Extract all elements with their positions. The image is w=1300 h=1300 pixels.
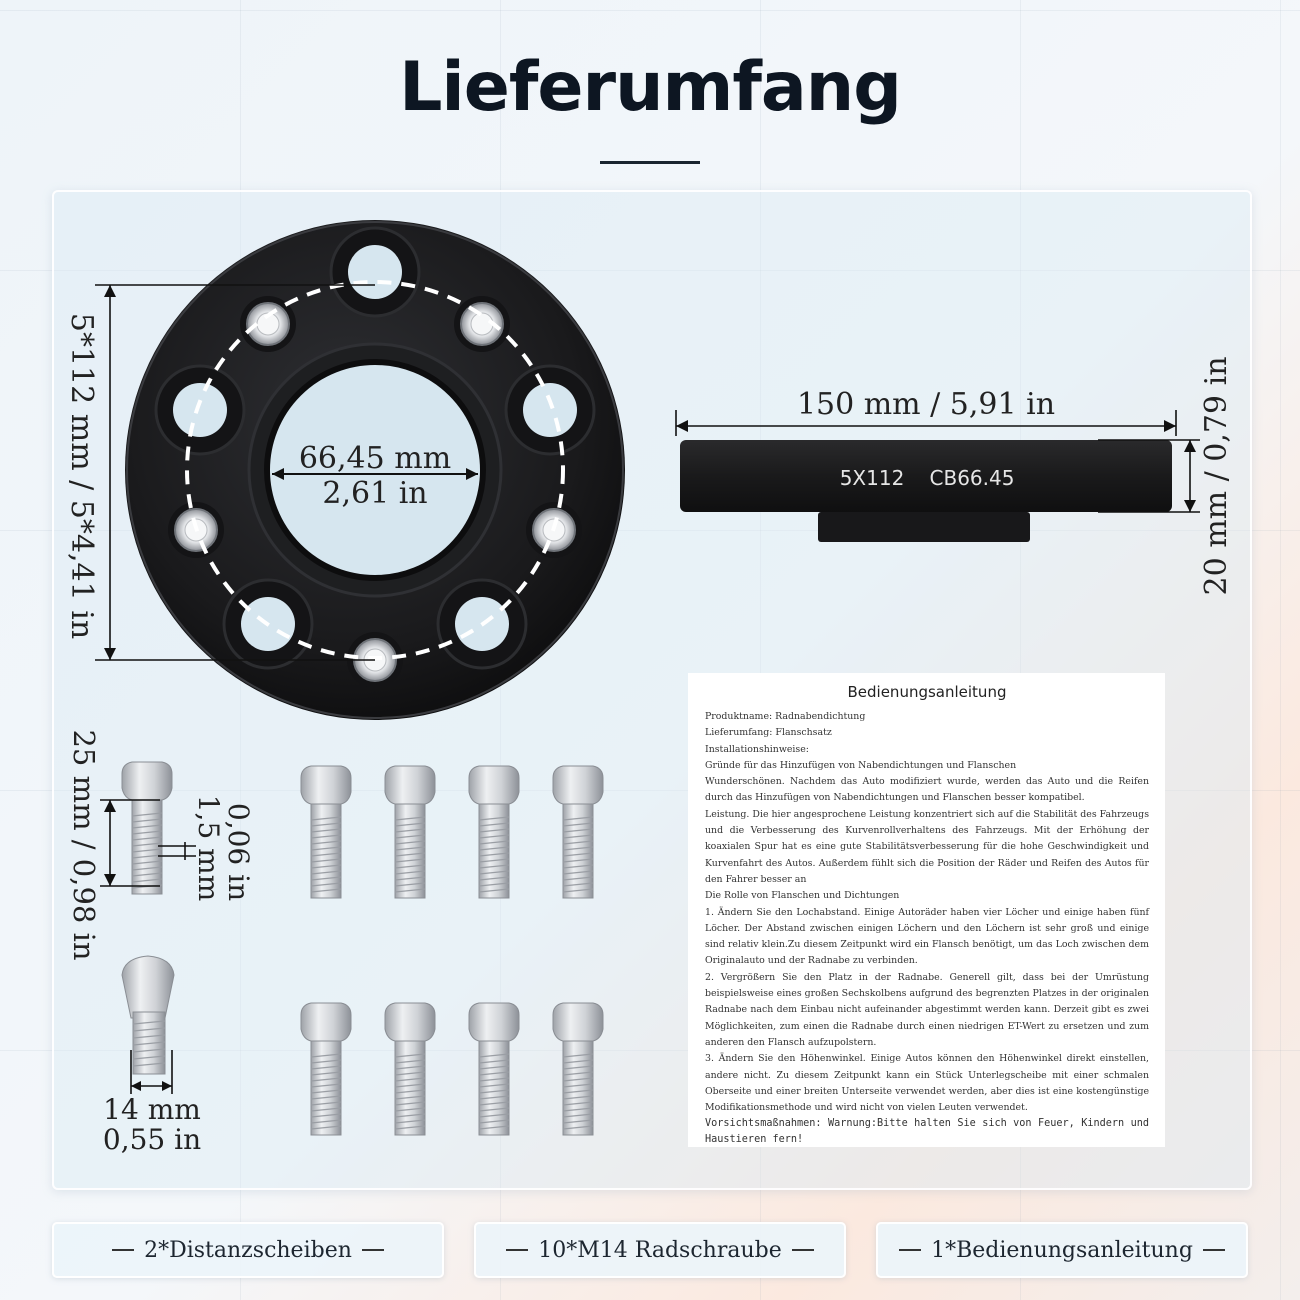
- bolt: [552, 765, 604, 899]
- spacer-side-view: [675, 410, 1200, 542]
- content-item-label: 1*Bedienungsanleitung: [931, 1237, 1193, 1263]
- center-bore: [267, 362, 483, 578]
- manual-paragraph: 3. Ändern Sie den Höhenwinkel. Einige Au…: [705, 1053, 1149, 1114]
- dash-right: [791, 1249, 814, 1251]
- dash-right: [361, 1249, 384, 1251]
- bolt: [300, 1002, 352, 1136]
- thread-mm-label: 14 mm: [103, 1093, 201, 1126]
- manual-paragraph: Wunderschönen. Nachdem das Auto modifizi…: [705, 776, 1149, 804]
- content-item-bolts: 10*M14 Radschraube: [474, 1222, 846, 1278]
- bolt-set: [300, 765, 604, 1136]
- bolt: [384, 765, 436, 899]
- dash-left: [899, 1249, 922, 1251]
- dash-right: [1202, 1249, 1225, 1251]
- page-title: Lieferumfang: [399, 48, 902, 127]
- spacer-profile: [680, 440, 1172, 512]
- manual-line: Gründe für das Hinzufügen von Nabendicht…: [705, 759, 1017, 771]
- bolt: [552, 1002, 604, 1136]
- manual-paragraph: Leistung. Die hier angesprochene Leistun…: [705, 808, 1149, 885]
- bolt: [468, 765, 520, 899]
- thickness-label: 20 mm / 0,79 in: [1199, 356, 1234, 595]
- pcd-circle: [185, 280, 565, 660]
- pcd-label: 5*112 mm / 5*4,41 in: [64, 313, 99, 639]
- manual-title: Bedienungsanleitung: [847, 683, 1007, 701]
- pcd-dimension: [95, 284, 375, 661]
- content-item-manual: 1*Bedienungsanleitung: [876, 1222, 1248, 1278]
- manual-line: Die Rolle von Flanschen und Dichtungen: [705, 890, 900, 902]
- manual-line: Produktname: Radnabendichtung: [705, 711, 866, 722]
- engraving-pcd: 5X112: [840, 466, 905, 490]
- manual-line: Lieferumfang: Flanschsatz: [705, 727, 832, 739]
- pitch-mm-label: 1,5 mm: [192, 795, 225, 902]
- pitch-in-label: 0,06 in: [222, 803, 255, 901]
- bolt-side-illustration: [121, 761, 173, 895]
- bolt: [300, 765, 352, 899]
- manual-paragraph: 2. Vergrößern Sie den Platz in der Radna…: [705, 971, 1149, 1048]
- thread-in-label: 0,55 in: [103, 1123, 201, 1156]
- hub-ring-profile: [818, 512, 1030, 542]
- title-underline: [600, 161, 700, 164]
- bolt: [468, 1002, 520, 1136]
- content-item-label: 10*M14 Radschraube: [538, 1237, 782, 1263]
- manual-warning: Vorsichtsmaßnahmen: Warnung:Bitte halten…: [705, 1118, 1149, 1146]
- bore-mm-label: 66,45 mm: [299, 441, 451, 476]
- manual-line: Installationshinweise:: [705, 743, 809, 755]
- content-item-spacers: 2*Distanzscheiben: [52, 1222, 444, 1278]
- bore-in-label: 2,61 in: [322, 476, 427, 511]
- spacer-front-view: [95, 220, 625, 720]
- bore-dimension: [272, 468, 478, 480]
- instruction-manual: Bedienungsanleitung Produktname: Radnabe…: [688, 673, 1165, 1147]
- bolt: [384, 1002, 436, 1136]
- content-item-label: 2*Distanzscheiben: [144, 1237, 352, 1263]
- bolt-taper-illustration: [121, 955, 175, 1094]
- engraving-cb: CB66.45: [930, 466, 1015, 490]
- dash-left: [112, 1249, 135, 1251]
- manual-paragraph: 1. Ändern Sie den Lochabstand. Einige Au…: [705, 906, 1149, 967]
- bolt-length-label: 25 mm / 0,98 in: [67, 729, 101, 960]
- dash-left: [506, 1249, 529, 1251]
- diameter-label: 150 mm / 5,91 in: [797, 387, 1055, 422]
- bolt-dimension-drawing: [100, 761, 196, 1094]
- stud-pockets: [154, 226, 596, 670]
